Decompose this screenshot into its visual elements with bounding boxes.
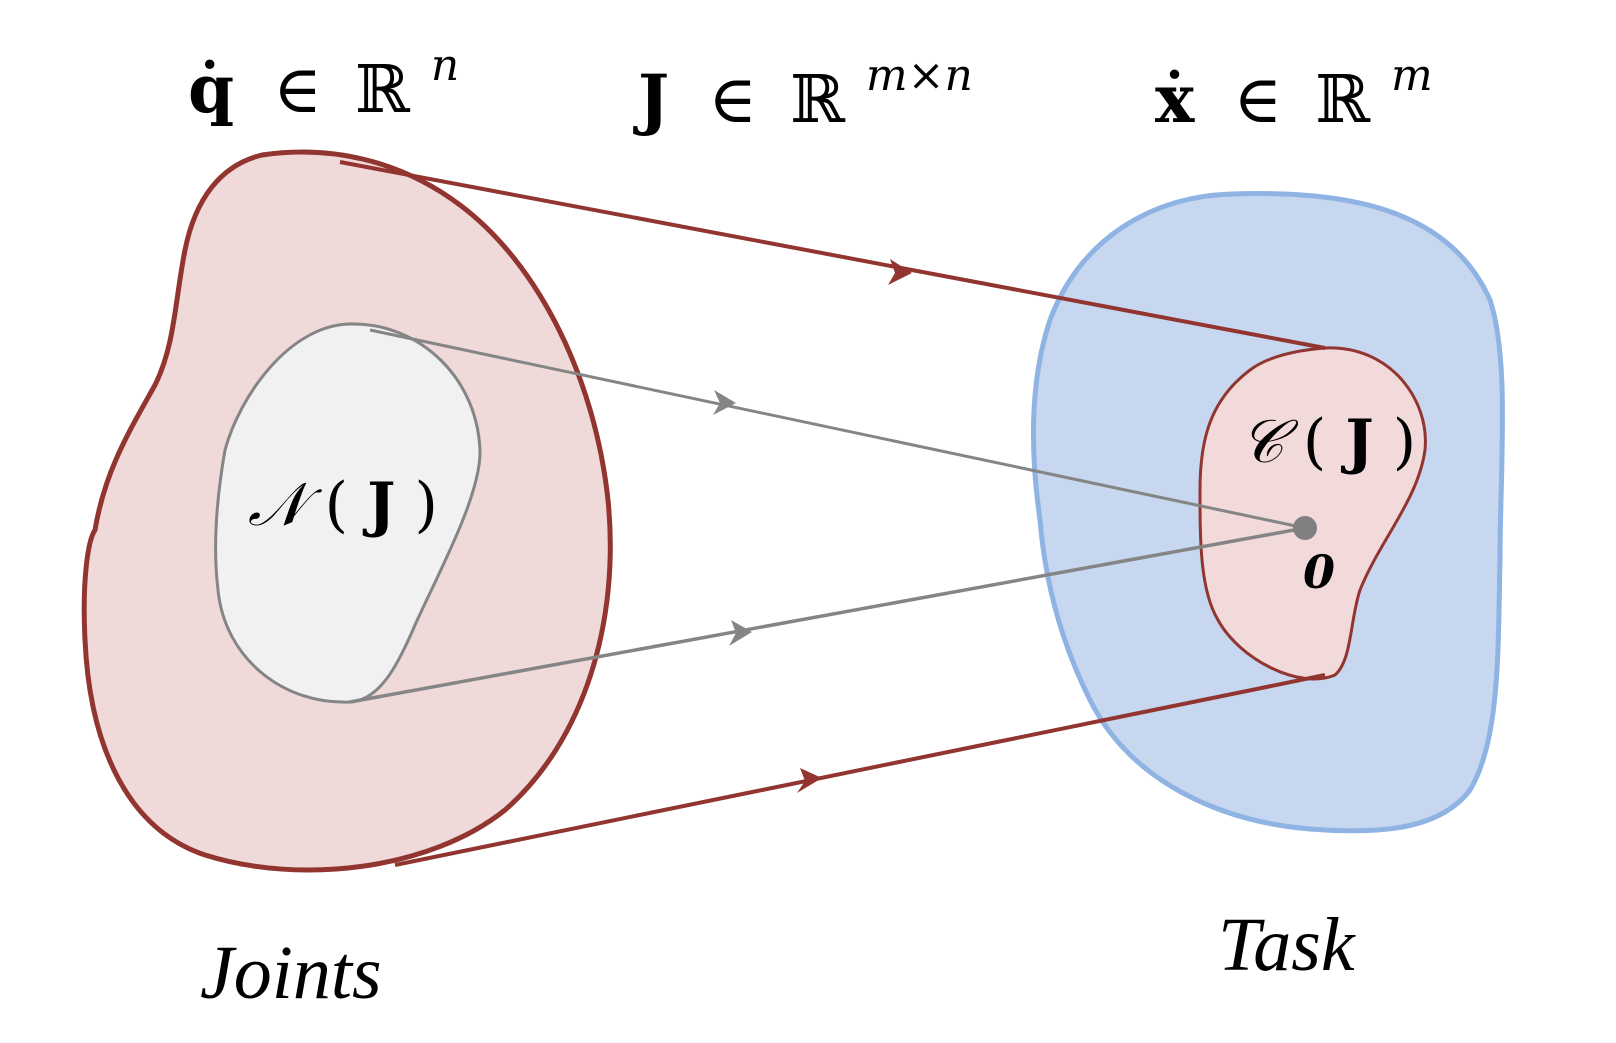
null-mapping-line-bottom xyxy=(349,526,1306,704)
column-space-close: ) xyxy=(1393,407,1416,477)
null-space-label: 𝒩 ( J ) xyxy=(248,470,438,540)
origin-label: 0 xyxy=(1303,545,1335,599)
null-space-close: ) xyxy=(415,470,438,540)
column-space-label: 𝒞 ( J ) xyxy=(1240,407,1416,477)
task-velocity-exponent: m xyxy=(1391,50,1433,101)
mapping-line-top xyxy=(339,160,1326,350)
arrowhead-top-gray xyxy=(713,390,736,415)
jacobian-exponent: m×n xyxy=(866,50,973,101)
jacobian-relation: ∈ xyxy=(708,61,757,138)
column-space-region xyxy=(1198,346,1427,681)
joint-velocity-relation: ∈ xyxy=(273,51,322,128)
joint-velocity-label: q̇ ∈ ℝ n xyxy=(188,40,459,128)
arrowhead-bottom-gray xyxy=(729,620,752,646)
null-mapping-line-top xyxy=(369,328,1306,530)
arrowhead-top-red xyxy=(888,259,912,285)
joints-caption: Joints xyxy=(200,931,382,1015)
task-caption: Task xyxy=(1218,903,1356,987)
joint-velocity-space: ℝ xyxy=(355,51,411,128)
jacobian-symbol: J xyxy=(633,60,669,138)
arrowhead-bottom-red xyxy=(797,768,822,793)
null-space-region xyxy=(214,322,482,704)
origin-point xyxy=(1293,516,1317,540)
mapping-line-bottom xyxy=(394,673,1326,867)
null-space-open: ( xyxy=(325,470,348,540)
task-velocity-relation: ∈ xyxy=(1233,61,1282,138)
column-space-open: ( xyxy=(1303,407,1326,477)
task-velocity-space: ℝ xyxy=(1315,61,1371,138)
task-velocity-symbol: ẋ xyxy=(1155,60,1195,138)
joint-velocity-symbol: q̇ xyxy=(188,50,234,128)
column-space-operator: 𝒞 xyxy=(1240,407,1299,477)
null-space-arg: J xyxy=(362,470,395,540)
task-velocity-label: ẋ ∈ ℝ m xyxy=(1155,50,1433,138)
jacobian-space: ℝ xyxy=(790,61,846,138)
column-space-arg: J xyxy=(1340,407,1373,477)
joint-velocity-exponent: n xyxy=(431,40,459,91)
jacobian-label: J ∈ ℝ m×n xyxy=(633,50,973,138)
null-space-operator: 𝒩 xyxy=(248,470,323,540)
